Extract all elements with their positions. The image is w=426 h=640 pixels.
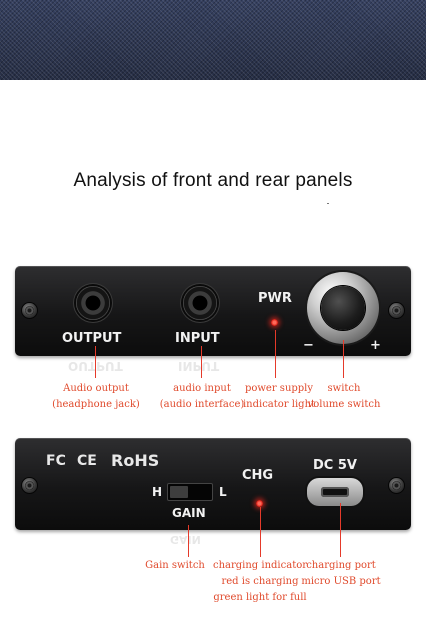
annotation-line: switch <box>327 383 361 394</box>
annotation-power-indicator: power supply indicator light <box>238 381 320 413</box>
input-label: INPUT <box>175 331 220 346</box>
leader-input <box>201 346 202 378</box>
annotation-line: power supply <box>244 383 314 394</box>
input-jack <box>183 286 217 320</box>
gain-label: GAIN <box>172 506 206 520</box>
micro-usb-port-icon <box>307 478 363 506</box>
rear-panel: FC CE RoHS H L GAIN CHG DC 5V <box>15 438 411 530</box>
reflection-input-label: INPUT <box>178 359 220 373</box>
output-label: OUTPUT <box>62 331 122 346</box>
leader-usb <box>340 503 341 557</box>
knob-plus-label: + <box>370 338 381 353</box>
switch-low-label: L <box>219 485 227 499</box>
annotation-line: red is charging <box>221 576 299 587</box>
dc-label: DC 5V <box>313 458 357 473</box>
annotation-audio-output: Audio output (headphone jack) <box>38 381 154 413</box>
annotation-line: (headphone jack) <box>52 399 140 410</box>
annotation-charging-port: charging port micro USB port <box>298 558 384 590</box>
annotation-gain-switch: Gain switch <box>140 558 210 574</box>
ce-mark: CE <box>77 453 97 469</box>
volume-knob <box>307 272 379 344</box>
decorative-dot <box>327 203 329 204</box>
leader-output <box>95 346 96 378</box>
annotation-line: charging port <box>306 560 376 571</box>
rear-panel-reflection: GAIN <box>20 531 406 549</box>
screw-right-icon <box>389 303 404 318</box>
leader-charge <box>260 507 261 557</box>
annotation-line: audio input <box>173 383 231 394</box>
reflection-gain-label: GAIN <box>170 533 201 546</box>
leader-power <box>275 330 276 378</box>
leader-switch <box>343 340 344 378</box>
power-led-icon <box>271 319 278 326</box>
charge-led-icon <box>256 500 263 507</box>
switch-high-label: H <box>152 485 163 499</box>
power-label: PWR <box>258 291 292 306</box>
leader-gain <box>188 525 189 557</box>
annotation-line: volume switch <box>307 399 381 410</box>
front-panel: OUTPUT INPUT PWR − + <box>15 266 411 356</box>
output-jack <box>76 286 110 320</box>
annotation-line: charging indicator <box>212 560 308 571</box>
annotation-line: micro USB port <box>301 576 381 587</box>
annotation-line: indicator light <box>242 399 316 410</box>
annotation-volume-switch: switch volume switch <box>306 381 382 413</box>
annotation-line: (audio interface) <box>159 399 245 410</box>
rohs-mark: RoHS <box>111 451 160 470</box>
screw-right-icon <box>389 478 404 493</box>
annotation-line: Audio output <box>63 383 129 394</box>
page-title: Analysis of front and rear panels <box>73 170 353 191</box>
fabric-banner <box>0 0 426 80</box>
annotation-charging-indicator: charging indicator red is charging green… <box>212 558 308 606</box>
annotation-line: green light for full <box>213 592 307 603</box>
fcc-mark: FC <box>46 453 66 469</box>
charge-label: CHG <box>242 468 274 483</box>
screw-left-icon <box>22 478 37 493</box>
gain-switch <box>167 483 213 501</box>
annotation-audio-input: audio input (audio interface) <box>152 381 252 413</box>
knob-minus-label: − <box>303 338 314 353</box>
front-panel-reflection: OUTPUT INPUT <box>20 357 406 375</box>
screw-left-icon <box>22 303 37 318</box>
annotation-line: Gain switch <box>145 560 205 571</box>
